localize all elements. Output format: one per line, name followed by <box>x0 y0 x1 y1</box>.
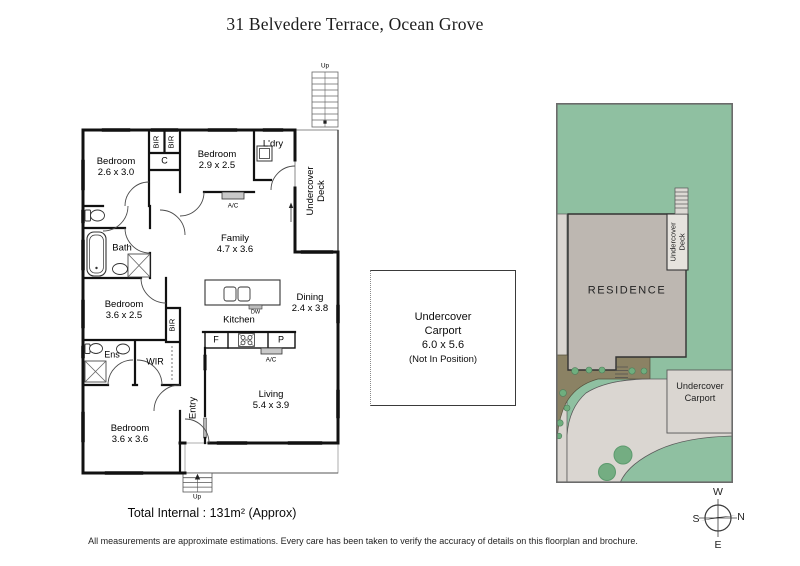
washer-icon <box>256 145 273 162</box>
page-title: 31 Belvedere Terrace, Ocean Grove <box>226 14 484 34</box>
site-boundary <box>556 103 733 483</box>
toilet-icon-ens <box>84 343 103 354</box>
room-label-kitchen: Kitchen <box>223 314 255 326</box>
carport-note-box: Undercover Carport 6.0 x 5.6 (Not In Pos… <box>370 270 516 406</box>
site-plan-drawing <box>555 103 734 484</box>
ac-label-top: A/C <box>227 202 239 210</box>
ac-unit-top <box>221 191 245 200</box>
basin-icon-bath <box>112 263 128 275</box>
site-garden-bed <box>555 354 651 436</box>
fridge-label: F <box>213 334 219 345</box>
carport-note-line1: Undercover <box>414 311 472 324</box>
site-side-path <box>555 213 568 484</box>
toilet-icon-wc <box>84 209 105 222</box>
floor-plan-drawing <box>81 71 340 493</box>
stairs-bottom <box>182 472 213 493</box>
compass-east: E <box>714 539 722 551</box>
doors <box>102 165 296 444</box>
shower-icon-ens <box>84 360 107 383</box>
bir-label-2: BIR <box>166 134 176 149</box>
room-label-bath: Bath <box>112 242 132 254</box>
dw-label: DW <box>250 309 261 316</box>
deck-area <box>294 129 339 253</box>
shower-icon-bath <box>127 253 151 278</box>
compass-west: W <box>713 486 723 498</box>
carport-note-dims: 6.0 x 5.6 <box>421 339 465 352</box>
stairs-top <box>311 71 339 128</box>
fixtures <box>84 145 294 383</box>
site-carport <box>666 369 734 434</box>
bir-label-3: BIR <box>167 318 177 332</box>
residence-label: RESIDENCE <box>587 284 667 297</box>
basin-icon-ens <box>116 343 130 355</box>
compass-north: N <box>737 511 745 523</box>
compass-needle <box>701 515 736 521</box>
ac-unit-kitchen <box>260 347 283 355</box>
compass-rose <box>699 499 737 537</box>
disclaimer-text: All measurements are approximate estimat… <box>88 536 638 546</box>
pantry-label: P <box>277 334 285 345</box>
bir-label-1: BIR <box>151 134 161 149</box>
deck-access-arrow <box>288 202 294 222</box>
up-label-top: Up <box>320 62 330 70</box>
carport-note-line2: Carport <box>424 325 462 338</box>
room-label-laundry: L'dry <box>262 138 284 150</box>
closet-label: C <box>161 155 168 166</box>
room-label-wir: WIR <box>146 356 164 367</box>
room-label-ens: Ens <box>104 349 120 360</box>
walls <box>81 128 340 475</box>
total-internal-label: Total Internal : 131m² (Approx) <box>127 506 297 520</box>
room-label-entry: Entry <box>187 396 199 420</box>
kitchen-island <box>204 279 281 310</box>
porch-area <box>184 442 339 474</box>
cooktop-icon <box>238 333 255 347</box>
site-trees <box>598 445 633 481</box>
site-stairs <box>674 187 689 215</box>
ac-label-kitchen: A/C <box>265 356 277 364</box>
carport-note-position: (Not In Position) <box>408 353 478 365</box>
compass-south: S <box>692 513 700 525</box>
compass: W N S E <box>690 486 748 552</box>
bathtub-icon <box>86 231 107 277</box>
up-label-bottom: Up <box>192 493 202 501</box>
site-steps <box>615 366 628 378</box>
